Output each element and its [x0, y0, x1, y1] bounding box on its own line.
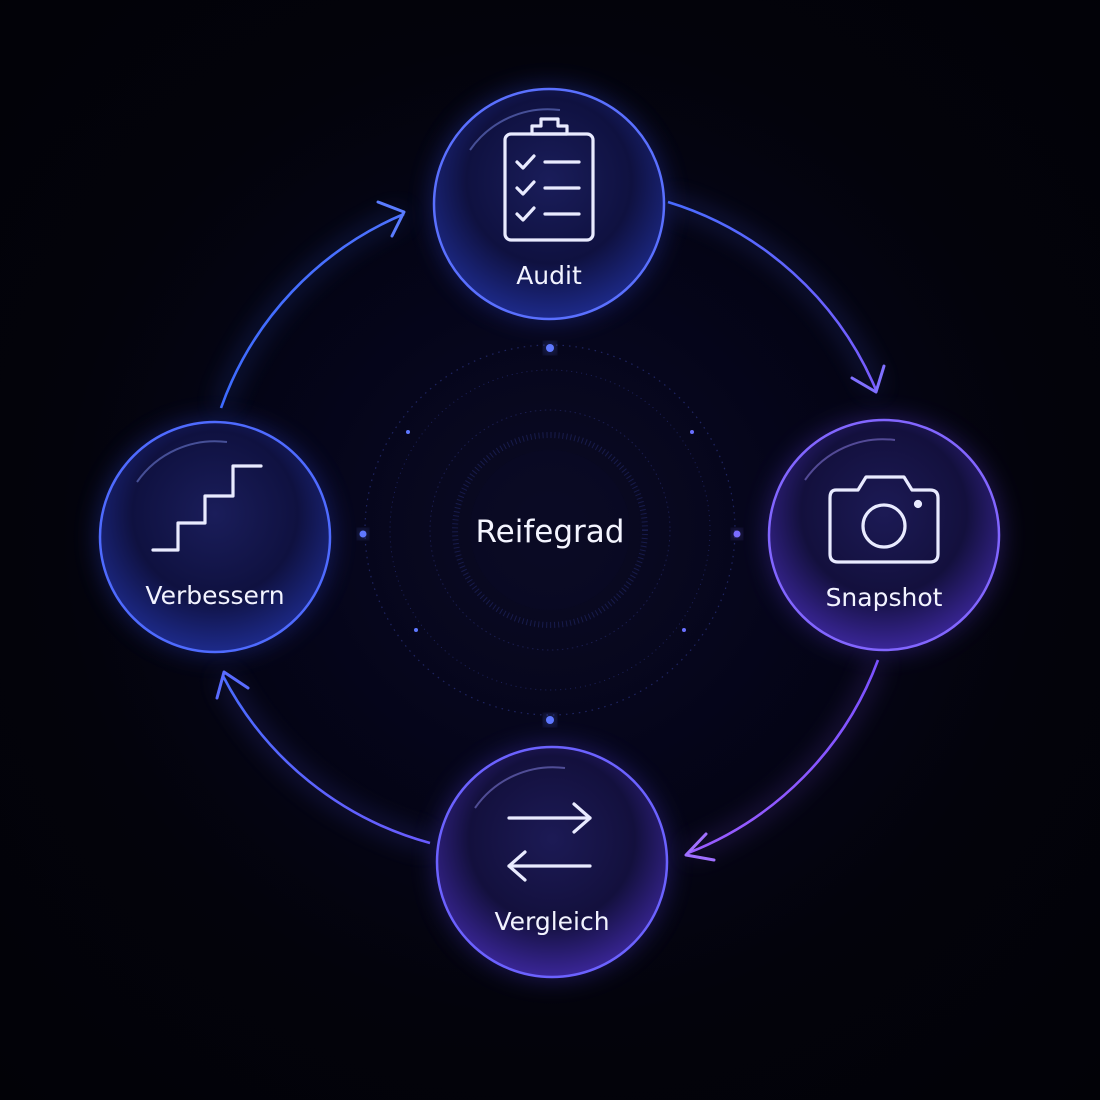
- arrowhead-snapshot-icon: [850, 364, 886, 394]
- node-snapshot: Snapshot: [766, 417, 1002, 653]
- arc-snapshot-to-vergleich: [684, 658, 882, 862]
- arc-verbessern-to-audit: [217, 200, 406, 410]
- cycle-arcs: [215, 198, 886, 862]
- node-label-verbessern: Verbessern: [145, 581, 284, 610]
- clipboard-checklist-icon: [503, 117, 595, 242]
- swap-arrows-icon: [507, 802, 592, 882]
- arc-audit-to-snapshot: [666, 198, 886, 394]
- node-label-audit: Audit: [516, 261, 582, 290]
- arrowhead-verbessern-icon: [215, 670, 250, 700]
- node-label-snapshot: Snapshot: [826, 583, 943, 612]
- node-vergleich: Vergleich: [434, 744, 670, 980]
- arrowhead-vergleich-icon: [684, 832, 716, 862]
- node-audit: Audit: [431, 86, 667, 322]
- stairs-icon: [151, 464, 263, 552]
- center-decoration: [359, 344, 741, 724]
- arc-vergleich-to-verbessern: [215, 670, 432, 847]
- node-label-vergleich: Vergleich: [494, 907, 609, 936]
- camera-icon: [828, 475, 940, 564]
- center-label: Reifegrad: [476, 514, 625, 550]
- arrowhead-audit-icon: [376, 200, 406, 238]
- node-verbessern: Verbessern: [97, 419, 333, 655]
